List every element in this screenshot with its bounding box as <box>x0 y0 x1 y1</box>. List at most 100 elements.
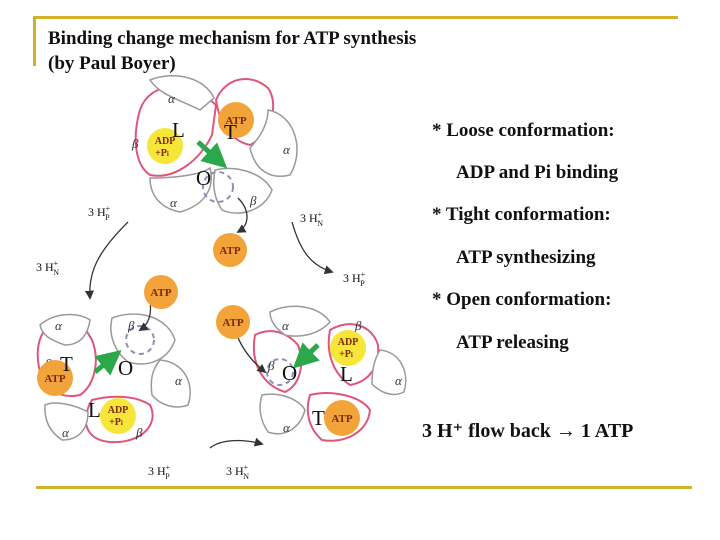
svg-text:3 H+N: 3 H+N <box>226 463 249 481</box>
green-arrow-icon <box>196 140 228 169</box>
adp-text: ADP <box>108 405 129 416</box>
svg-text:3 H+P: 3 H+P <box>148 463 171 481</box>
alpha-subunit <box>259 393 306 435</box>
svg-text:3 H+N: 3 H+N <box>300 210 323 228</box>
alpha-subunit <box>269 305 331 337</box>
site-label-loose: L <box>88 398 101 422</box>
proton-side-p: P <box>165 472 170 481</box>
svg-text:+Pi: +Pi <box>109 417 123 428</box>
alpha-label: α <box>62 425 70 440</box>
site-label-open: O <box>196 166 212 190</box>
svg-text:3 H+P: 3 H+P <box>343 270 366 288</box>
proton-charge: + <box>318 210 323 219</box>
flow-arrow <box>291 221 334 275</box>
proton-charge: + <box>244 463 249 472</box>
left-rule <box>33 16 36 66</box>
top-rule <box>36 16 678 19</box>
title-line-1: Binding change mechanism for ATP synthes… <box>48 28 417 49</box>
pi-subscript: i <box>167 150 169 158</box>
site-label-loose: L <box>172 118 185 142</box>
site-label-tight: T <box>224 120 237 144</box>
site-label-open: O <box>118 356 134 380</box>
svg-text:+Pi: +Pi <box>339 349 353 360</box>
adp-ball: ADP +Pi <box>100 398 136 434</box>
alpha-label: α <box>175 373 183 388</box>
green-arrow-icon <box>93 350 122 376</box>
atp-text: ATP <box>44 373 65 385</box>
alpha-subunit <box>371 349 407 396</box>
proton-label: 3 H <box>226 464 244 478</box>
proton-label: 3 H <box>148 464 166 478</box>
green-arrows <box>93 140 320 376</box>
beta-label: β <box>127 318 135 333</box>
proton-charge: + <box>106 204 111 213</box>
proton-label: 3 H <box>300 211 318 225</box>
summary-text: 3 H⁺ flow back → 1 ATP <box>422 420 634 442</box>
atp-text: ATP <box>331 413 352 425</box>
proton-side-p: P <box>360 279 365 288</box>
adp-ball: ADP +Pi <box>330 330 366 366</box>
beta-subunit-open <box>212 167 273 214</box>
adp-text: ADP <box>338 337 359 348</box>
alpha-label: α <box>168 91 176 106</box>
proton-label: 3 H <box>88 205 106 219</box>
bottom-rule <box>36 486 692 489</box>
alpha-label: α <box>170 195 178 210</box>
loose-detail: ADP and Pi binding <box>456 162 619 183</box>
adp-text: ADP <box>155 136 176 147</box>
atp-ball: ATP <box>144 275 178 309</box>
beta-label: β <box>131 136 139 151</box>
tight-detail: ATP synthesizing <box>456 247 596 268</box>
top-f1-head <box>134 75 298 214</box>
atp-ball: ATP <box>37 360 73 396</box>
alpha-label: α <box>282 318 290 333</box>
open-detail: ATP releasing <box>456 332 569 353</box>
site-label-tight: T <box>60 352 73 376</box>
proton-labels: 3 H+P 3 H+N 3 H+N 3 H+P 3 H+P 3 H+N <box>36 204 366 481</box>
proton-charge: + <box>166 463 171 472</box>
rotation-arrows <box>84 197 334 449</box>
slide-title: Binding change mechanism for ATP synthes… <box>48 26 416 76</box>
beta-label: β <box>135 425 143 440</box>
proton-side-n: N <box>317 219 323 228</box>
pi-subscript: i <box>121 419 123 427</box>
svg-text:3 H+P: 3 H+P <box>88 204 111 222</box>
site-label-open: O <box>282 361 298 385</box>
site-label-tight: T <box>312 406 325 430</box>
proton-label: 3 H <box>343 271 361 285</box>
atp-text: ATP <box>219 245 240 257</box>
proton-side-n: N <box>53 268 59 277</box>
bottom-left-f1-head <box>36 313 191 444</box>
pi-text: +P <box>155 148 167 159</box>
adp-ball: ADP +Pi <box>147 128 183 164</box>
atp-release-arrow <box>236 197 248 233</box>
flow-arrow <box>209 437 264 449</box>
beta-subunit-open <box>110 313 176 365</box>
atp-ball: ATP <box>218 102 254 138</box>
pi-text: +P <box>109 417 121 428</box>
alpha-label: α <box>283 420 291 435</box>
alpha-label: α <box>283 142 291 157</box>
pi-subscript: i <box>351 351 353 359</box>
proton-side-p: P <box>105 213 110 222</box>
loose-heading: * Loose conformation: <box>432 120 615 141</box>
title-line-2: (by Paul Boyer) <box>48 53 176 74</box>
open-site <box>266 358 294 386</box>
beta-label: β <box>249 193 257 208</box>
proton-charge: + <box>54 259 59 268</box>
svg-text:3 H+N: 3 H+N <box>36 259 59 277</box>
atp-text: ATP <box>222 317 243 329</box>
alpha-subunit <box>249 109 298 177</box>
alpha-label: α <box>55 318 63 333</box>
molecules: ATP ADP +Pi ATP ATP ATP ATP ADP +Pi <box>37 102 366 436</box>
flow-arrow <box>84 221 129 300</box>
proton-charge: + <box>361 270 366 279</box>
alpha-subunit <box>44 402 89 441</box>
proton-label: 3 H <box>36 260 54 274</box>
beta-label: β <box>354 318 362 333</box>
atp-ball: ATP <box>213 233 247 267</box>
tight-heading: * Tight conformation: <box>432 204 611 225</box>
svg-text:+Pi: +Pi <box>155 148 169 159</box>
open-heading: * Open conformation: <box>432 289 612 310</box>
